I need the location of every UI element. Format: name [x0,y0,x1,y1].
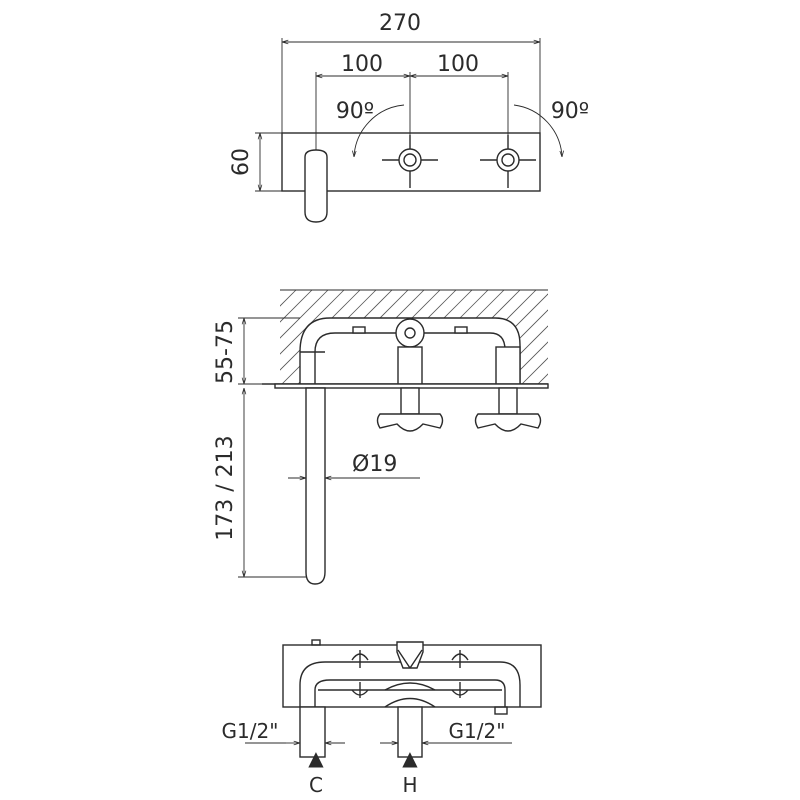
hatch-line [280,290,329,339]
top-spout [304,149,328,223]
arc-90-left [354,104,405,157]
top-handle-right [480,135,536,188]
inlet-hot [397,706,423,758]
thread-left-label: G1/2" [222,719,279,743]
bottom-view: G1/2" G1/2" ▲ ▲ C H [222,639,542,797]
hatch-line [280,290,297,307]
hatch-line [280,290,313,323]
hatch-line [548,290,648,390]
thread-right-label: G1/2" [449,719,506,743]
dim-270-label: 270 [379,11,421,36]
arrow-cold-icon: ▲ [308,746,324,770]
top-view: 270 100 100 90º 90º 60 [229,11,589,223]
dim-100-left-label: 100 [341,52,383,77]
marker-hot-label: H [402,773,417,797]
marker-cold-label: C [309,773,323,797]
hatch-line [521,357,548,384]
side-handle-right [474,413,542,432]
center-nut [395,318,425,348]
dim-19-label: Ø19 [352,452,397,477]
side-handle-left [376,413,444,432]
side-view: 55-75 173 / 213 Ø19 [213,289,648,585]
side-spout [305,387,326,585]
top-handle-left [382,135,438,188]
arc-90-right [513,104,562,157]
top-plate [281,132,541,192]
dim-100-right-label: 100 [437,52,479,77]
dim-173-213-label: 173 / 213 [213,435,238,540]
dim-60-label: 60 [229,148,254,176]
inlet-cold [299,706,326,758]
hatch-line [280,290,345,355]
angle-left-label: 90º [336,99,374,124]
arrow-hot-icon: ▲ [402,746,418,770]
hatch-line [537,373,548,384]
dim-55-75-label: 55-75 [213,320,238,384]
angle-right-label: 90º [551,99,589,124]
